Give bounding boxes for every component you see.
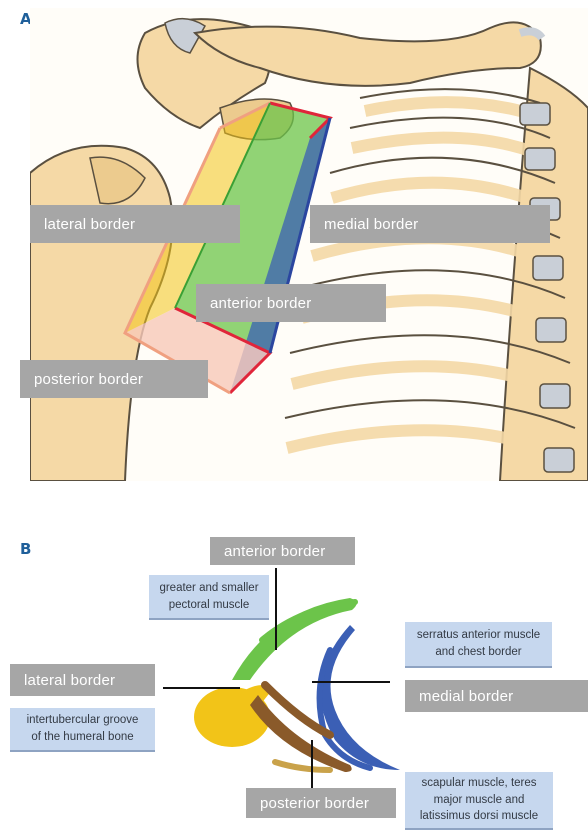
panel-a-lateral-border-label: lateral border bbox=[30, 205, 240, 243]
panel-a-medial-border-label: medial border bbox=[310, 205, 550, 243]
medial-muscle-caption: serratus anterior muscle and chest borde… bbox=[405, 622, 552, 668]
panel-b-lateral-border-label: lateral border bbox=[10, 664, 155, 696]
panel-b-medial-border-label: medial border bbox=[405, 680, 588, 712]
panel-a-posterior-border-label: posterior border bbox=[20, 360, 208, 398]
axilla-anatomy-illustration bbox=[30, 8, 588, 481]
panel-b-anterior-border-label: anterior border bbox=[210, 537, 355, 565]
subscapular-strand bbox=[275, 762, 330, 770]
anterior-muscle-caption: greater and smaller pectoral muscle bbox=[149, 575, 269, 620]
posterior-muscle-caption: scapular muscle, teres major muscle and … bbox=[405, 772, 553, 830]
skeleton-drawing bbox=[30, 8, 588, 481]
panel-b-posterior-border-label: posterior border bbox=[246, 788, 396, 818]
lateral-muscle-caption: intertubercular groove of the humeral bo… bbox=[10, 708, 155, 752]
panel-a-anterior-border-label: anterior border bbox=[196, 284, 386, 322]
